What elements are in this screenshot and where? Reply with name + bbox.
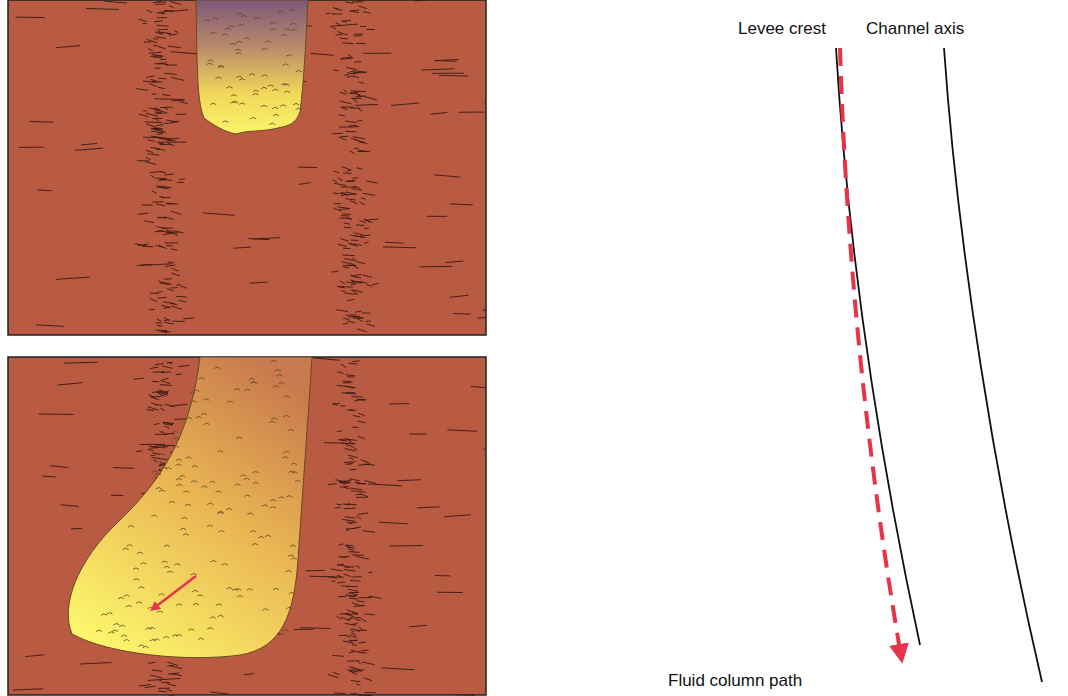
seafloor-texture xyxy=(13,358,486,696)
figure-label: Levee crest xyxy=(738,20,826,39)
figure-label: Channel axis xyxy=(866,20,964,39)
fluid-path-line xyxy=(840,48,900,650)
seafloor-texture xyxy=(15,0,486,333)
levee-crest-line xyxy=(836,48,920,645)
flow-arrow xyxy=(154,576,196,608)
bottom-panel xyxy=(8,357,486,695)
figure-label: Fluid column path xyxy=(668,672,802,691)
top-panel xyxy=(8,0,486,335)
channel-axis-line xyxy=(944,48,1042,682)
flow-head xyxy=(196,0,308,134)
flow-fan xyxy=(68,357,312,658)
